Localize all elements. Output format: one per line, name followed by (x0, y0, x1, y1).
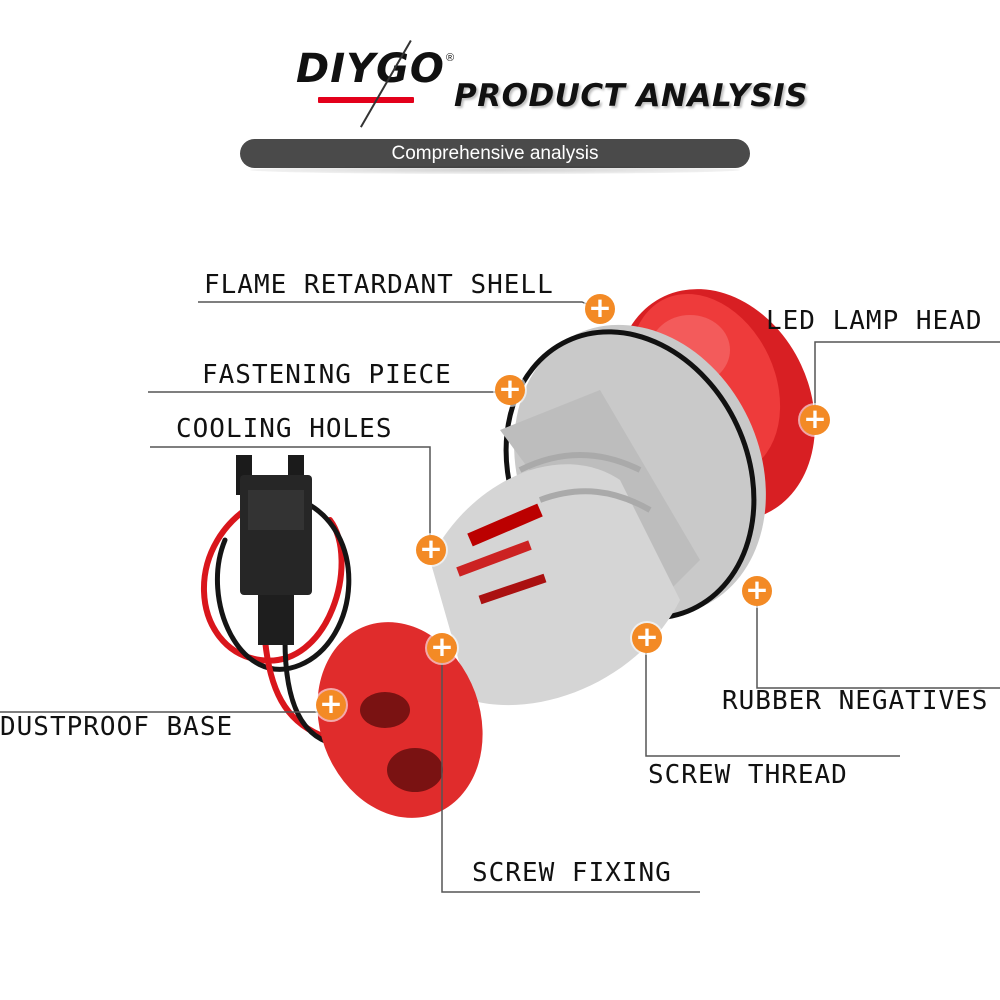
brand-logo: DIYGO (296, 46, 445, 92)
registered-mark: ® (446, 52, 455, 64)
page-title: PRODUCT ANALYSIS (454, 78, 809, 114)
label-cooling-holes: COOLING HOLES (176, 414, 393, 444)
label-fastening-piece: FASTENING PIECE (202, 360, 452, 390)
label-dustproof-base: DUSTPROOF BASE (0, 712, 234, 742)
label-flame-retardant-shell: FLAME RETARDANT SHELL (204, 270, 554, 300)
plus-marker-icon: + (632, 623, 662, 653)
plus-marker-icon: + (495, 375, 525, 405)
label-rubber-negatives: RUBBER NEGATIVES (722, 686, 989, 716)
plus-marker-icon: + (427, 633, 457, 663)
pill-shadow (250, 166, 740, 174)
plus-marker-icon: + (585, 294, 615, 324)
label-screw-thread: SCREW THREAD (648, 760, 848, 790)
lamp-body (430, 324, 766, 706)
subtitle-pill: Comprehensive analysis (240, 139, 750, 168)
header: DIYGO ® PRODUCT ANALYSIS Comprehensive a… (0, 0, 1000, 190)
label-screw-fixing: SCREW FIXING (472, 858, 672, 888)
logo-underline (318, 97, 414, 103)
plus-marker-icon: + (800, 405, 830, 435)
plus-marker-icon: + (416, 535, 446, 565)
plus-marker-icon: + (316, 690, 346, 720)
wire-connector (236, 455, 312, 645)
label-led-lamp-head: LED LAMP HEAD (766, 306, 983, 336)
plus-marker-icon: + (742, 576, 772, 606)
